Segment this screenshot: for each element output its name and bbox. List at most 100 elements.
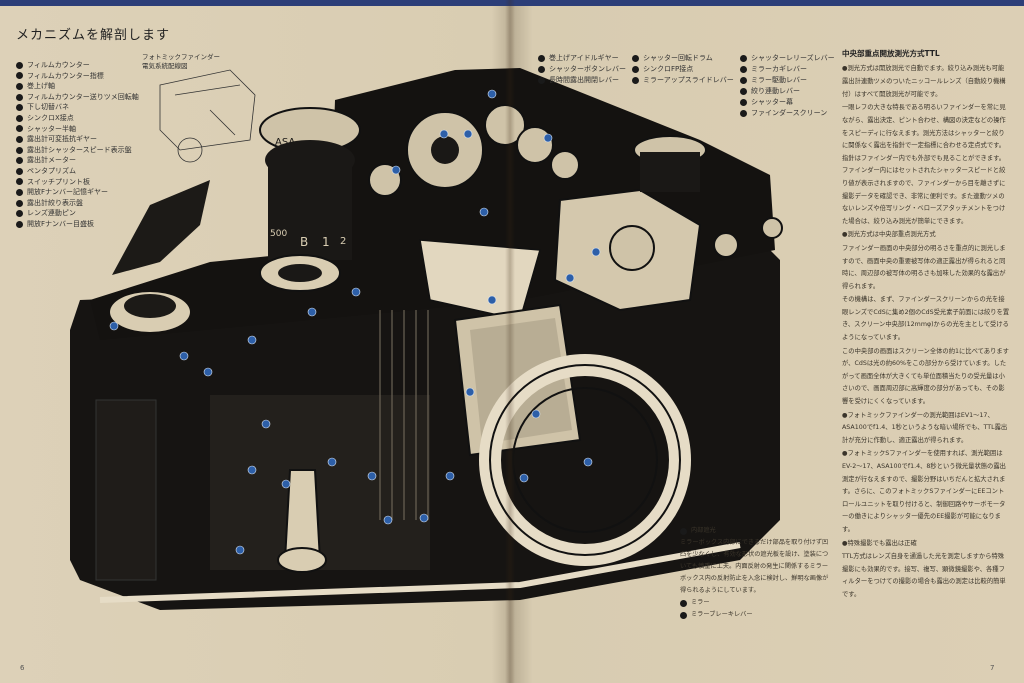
legend-item: 露出計シャッタースピード表示盤 xyxy=(16,145,139,156)
legend-item: 巻上げアイドルギヤー xyxy=(538,53,626,64)
legend-label: 長時間露出開閉レバー xyxy=(549,76,619,84)
legend-item: 露出計絞り表示盤 xyxy=(16,198,139,209)
legend-label: レンズ連動ピン xyxy=(27,209,76,218)
finder-caption: フォトミックファインダー 電気系統配線図 xyxy=(142,53,220,71)
legend-label: フィルムカウンター指標 xyxy=(27,71,104,80)
number-marker-icon xyxy=(538,66,545,73)
number-marker-icon xyxy=(16,178,23,186)
legend-item: スイッチプリント板 xyxy=(16,177,139,188)
section-heading: 中央部重点開放測光方式TTL xyxy=(842,49,940,58)
legend-item: シャッター半軸 xyxy=(16,124,139,135)
page-number-left: 6 xyxy=(20,664,25,672)
legend-item: ミラーカギレバー xyxy=(740,64,835,75)
number-marker-icon xyxy=(16,93,23,101)
number-marker-icon xyxy=(16,125,23,133)
paragraph: ●フォトミックSファインダーを使用すれば、測光範囲はEV-2～17、ASA100… xyxy=(842,450,1006,533)
number-marker-icon xyxy=(16,167,23,175)
legend-label: シャッター回転ドラム xyxy=(643,54,713,62)
number-marker-icon xyxy=(740,88,747,95)
page-number-right: 7 xyxy=(990,664,995,672)
paragraph: ●測光方式は中央部重点測光方式 xyxy=(842,231,936,239)
legend-item: 絞り連動レバー xyxy=(740,86,835,97)
dial-b-label: B xyxy=(300,235,308,249)
legend-item: 巻上げ軸 xyxy=(16,81,139,92)
metering-description: 中央部重点開放測光方式TTL ●測光方式は開放測光で自動でます。絞り込み測光も可… xyxy=(842,48,1010,602)
number-marker-icon xyxy=(632,55,639,62)
number-marker-icon xyxy=(16,72,23,80)
legend-label: 巻上げアイドルギヤー xyxy=(549,54,619,62)
paragraph: ●測光方式は開放測光で自動でます。絞り込み測光も可能 xyxy=(842,64,1005,72)
paragraph: 露出計連動ツメのついたニッコールレンズ（自動絞り機構付）はすべて開放測光が可能で… xyxy=(842,78,1006,98)
legend-label: ファインダースクリーン xyxy=(751,109,828,117)
number-marker-icon xyxy=(740,55,747,62)
number-marker-icon xyxy=(16,82,23,90)
paragraph: この中央部の画面はスクリーン全体の約1に比べてありますが、CdSは光の約60%を… xyxy=(842,347,1009,406)
legend-item: 露出計メーター xyxy=(16,155,139,166)
legend-column-4: シャッターレリーズレバー ミラーカギレバー ミラー駆動レバー 絞り連動レバー シ… xyxy=(740,53,835,119)
number-marker-icon xyxy=(538,55,545,62)
legend-item: ミラー駆動レバー xyxy=(740,75,835,86)
legend-label: 露出計メーター xyxy=(27,156,76,165)
number-marker-icon xyxy=(16,135,23,143)
legend-label: ミラーカギレバー xyxy=(751,65,807,73)
legend-item: フィルムカウンター送りツメ回転軸 xyxy=(16,92,139,103)
legend-label: 露出計絞り表示盤 xyxy=(27,198,83,207)
parts-legend: フィルムカウンター フィルムカウンター指標 巻上げ軸 フィルムカウンター送りツメ… xyxy=(16,60,139,230)
legend-item: 開放Fナンバー記憶ギヤー xyxy=(16,187,139,198)
legend-label: ミラー駆動レバー xyxy=(751,76,807,84)
note-heading: 内部遮光 xyxy=(691,527,716,534)
number-marker-icon xyxy=(16,210,23,218)
legend-label: 開放Fナンバー目盛板 xyxy=(27,219,95,228)
legend-item: ミラーアップスライドレバー xyxy=(632,75,734,86)
paragraph: ファインダー画面の中央部分の明るさを重点的に測光しますので、画面中央の重要被写体… xyxy=(842,244,1006,290)
legend-item: シャッターレリーズレバー xyxy=(740,53,835,64)
paragraph: ●フォトミックファインダーの測光範囲はEV1～17、ASA100でf1.4、1秒… xyxy=(842,411,1008,444)
note-item: ミラー xyxy=(680,597,830,609)
note-heading: ミラーブレーキレバー xyxy=(691,611,753,618)
legend-label: シャッター幕 xyxy=(751,98,793,106)
dial-asa-label: ASA xyxy=(275,137,295,148)
number-marker-icon xyxy=(680,527,687,535)
paragraph: 一眼レフの大きな特長である明るいファインダーを常に見ながら、露出決定、ピント合わ… xyxy=(842,104,1006,225)
mirror-box-notes: 内部遮光 ミラーボックス内部にできるだけ部品を取り付けず凹凸を少なくし、有効な形… xyxy=(680,525,830,621)
legend-item: シンクロFP接点 xyxy=(632,64,734,75)
legend-item: 露出計可変抵抗ギヤー xyxy=(16,134,139,145)
legend-item: レンズ連動ピン xyxy=(16,208,139,219)
paragraph: ●特殊撮影でも露出は正確 xyxy=(842,539,917,547)
legend-item: シャッター回転ドラム xyxy=(632,53,734,64)
legend-item: フィルムカウンター指標 xyxy=(16,71,139,82)
legend-item: シンクロX接点 xyxy=(16,113,139,124)
paragraph: その機構は、まず、ファインダースクリーンからの光を接眼レンズでCdSに集め2個の… xyxy=(842,296,1010,342)
legend-label: ミラーアップスライドレバー xyxy=(643,76,734,84)
page-title: メカニズムを解剖します xyxy=(16,28,171,43)
number-marker-icon xyxy=(740,99,747,106)
legend-label: シンクロFP接点 xyxy=(643,65,694,73)
number-marker-icon xyxy=(680,599,687,607)
number-marker-icon xyxy=(16,199,23,207)
number-marker-icon xyxy=(740,77,747,84)
legend-label: 露出計可変抵抗ギヤー xyxy=(27,135,97,144)
legend-item: シャッターボタンレバー xyxy=(538,64,626,75)
legend-label: 絞り連動レバー xyxy=(751,87,800,95)
legend-label: 開放Fナンバー記憶ギヤー xyxy=(27,188,109,197)
legend-label: 露出計シャッタースピード表示盤 xyxy=(27,145,132,154)
legend-item: 開放Fナンバー目盛板 xyxy=(16,219,139,230)
note-item: 内部遮光 xyxy=(680,525,830,537)
number-marker-icon xyxy=(16,114,23,122)
number-marker-icon xyxy=(16,157,23,165)
number-marker-icon xyxy=(632,66,639,73)
legend-label: シャッターボタンレバー xyxy=(549,65,626,73)
legend-column-2: 巻上げアイドルギヤー シャッターボタンレバー 長時間露出開閉レバー xyxy=(538,53,626,86)
number-marker-icon xyxy=(632,77,639,84)
legend-label: シャッターレリーズレバー xyxy=(751,54,835,62)
legend-column-3: シャッター回転ドラム シンクロFP接点 ミラーアップスライドレバー xyxy=(632,53,734,86)
number-marker-icon xyxy=(740,66,747,73)
number-marker-icon xyxy=(16,188,23,196)
number-marker-icon xyxy=(538,77,545,84)
top-strip xyxy=(0,0,1024,6)
legend-label: 巻上げ軸 xyxy=(27,82,55,91)
legend-label: 下し切替バネ xyxy=(27,103,69,112)
legend-label: フィルムカウンター送りツメ回転軸 xyxy=(27,92,139,101)
